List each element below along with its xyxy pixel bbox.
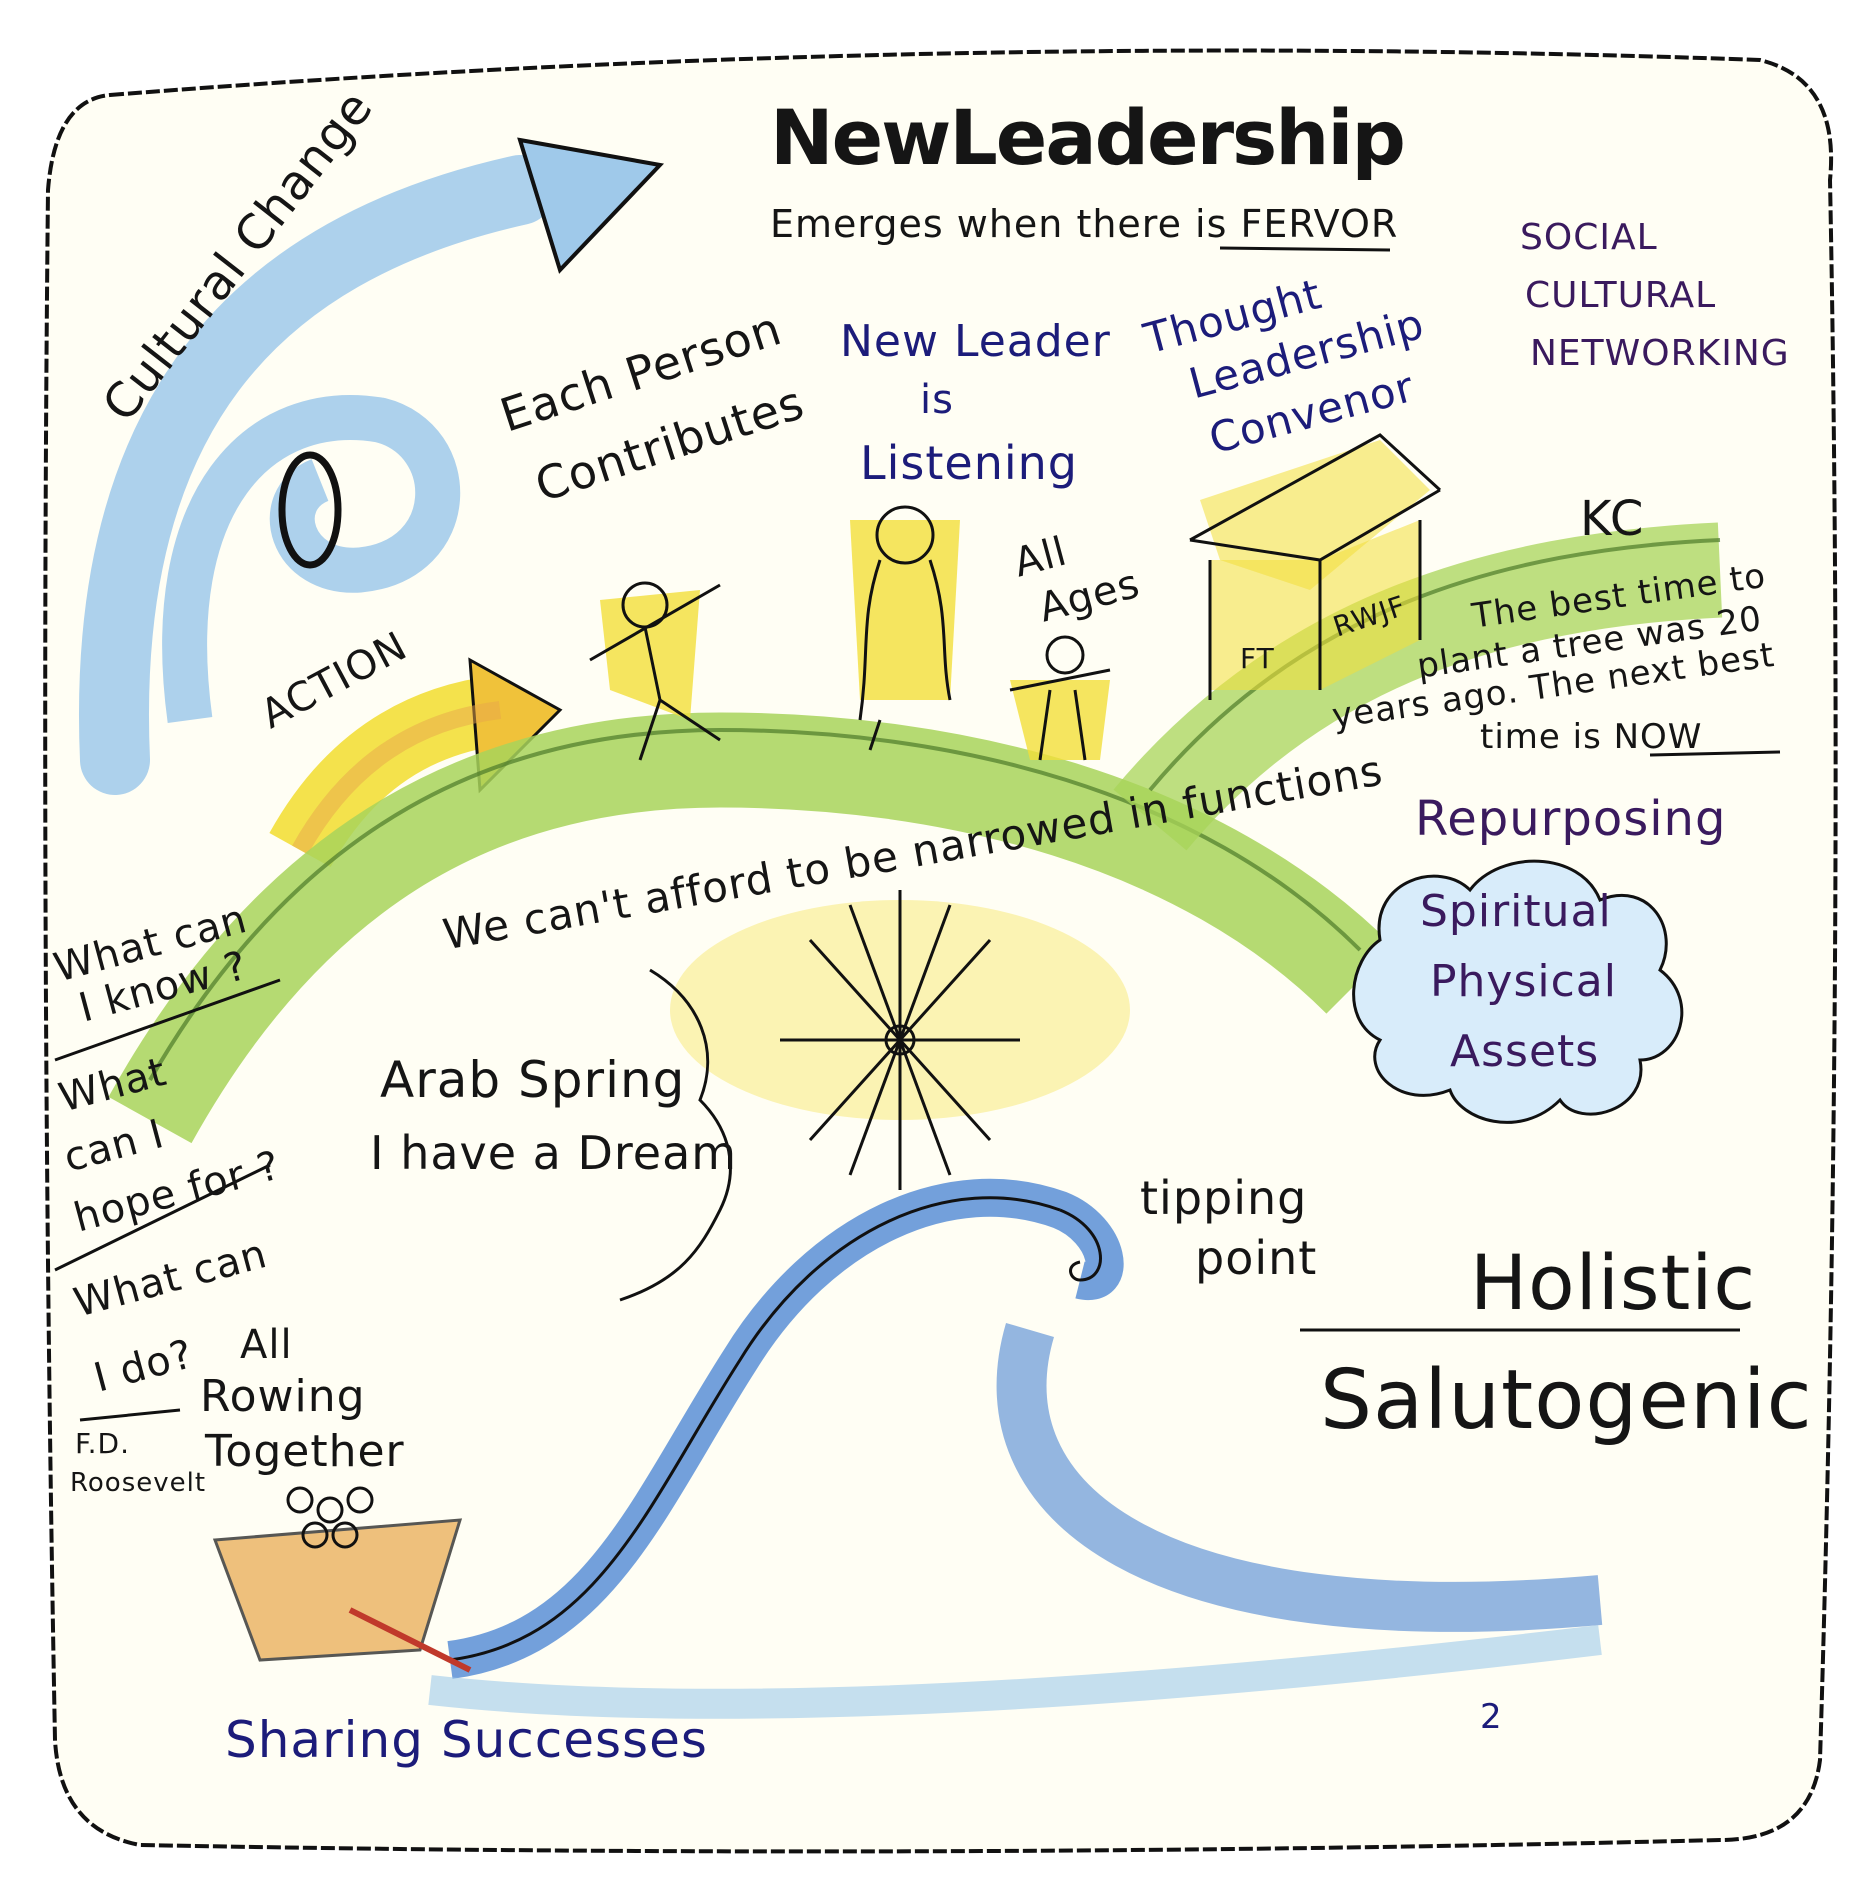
house-label-left: FT — [1240, 642, 1275, 675]
new-leader-line-2: is — [920, 377, 954, 423]
question-dividers — [54, 978, 281, 1422]
rowing-boat — [212, 1486, 472, 1673]
cloud-item-assets: Assets — [1450, 1026, 1600, 1077]
new-leader-line-3: Listening — [860, 436, 1078, 490]
now-underline — [1649, 750, 1781, 757]
cloud-item-physical: Physical — [1430, 956, 1617, 1007]
sharing-successes: Sharing Successes — [225, 1711, 708, 1769]
tipping-point-line-2: point — [1195, 1231, 1318, 1285]
repurposing-cloud — [1352, 859, 1684, 1124]
cloud-item-spiritual: Spiritual — [1420, 886, 1612, 937]
rowing-line-3: Together — [205, 1426, 405, 1477]
page-title: NewLeadership — [770, 93, 1406, 182]
arab-spring-line-2: I have a Dream — [370, 1126, 738, 1180]
page-number: 2 — [1480, 1697, 1503, 1737]
kc-label: KC — [1580, 491, 1645, 547]
fdr-line-1: F.D. — [75, 1427, 130, 1460]
salutogenic-label: Salutogenic — [1320, 1353, 1813, 1448]
social-line-3: NETWORKING — [1530, 333, 1790, 374]
person-child — [1009, 635, 1111, 761]
rowing-line-2: Rowing — [200, 1371, 366, 1422]
arab-spring-line-1: Arab Spring — [380, 1051, 686, 1109]
subtitle: Emerges when there is FERVOR — [770, 202, 1399, 246]
rowing-line-1: All — [240, 1322, 293, 1368]
person-each — [589, 581, 721, 761]
fdr-line-2: Roosevelt — [70, 1468, 207, 1498]
social-line-1: SOCIAL — [1520, 217, 1658, 258]
new-leader-line-1: New Leader — [840, 316, 1111, 367]
repurposing-label: Repurposing — [1415, 791, 1727, 847]
sun — [670, 890, 1130, 1190]
house — [1189, 433, 1442, 700]
person-listening — [850, 505, 960, 751]
social-line-2: CULTURAL — [1525, 275, 1717, 316]
tipping-point-line-1: tipping — [1140, 1171, 1308, 1225]
fervor-underline — [1219, 246, 1391, 252]
tipping-wave — [428, 1178, 1603, 1719]
tree-quote-line-4: time is NOW — [1480, 717, 1703, 757]
arab-spring-bubble — [619, 968, 732, 1302]
holistic-label: Holistic — [1470, 1238, 1757, 1327]
cultural-change-arrow — [79, 137, 665, 795]
